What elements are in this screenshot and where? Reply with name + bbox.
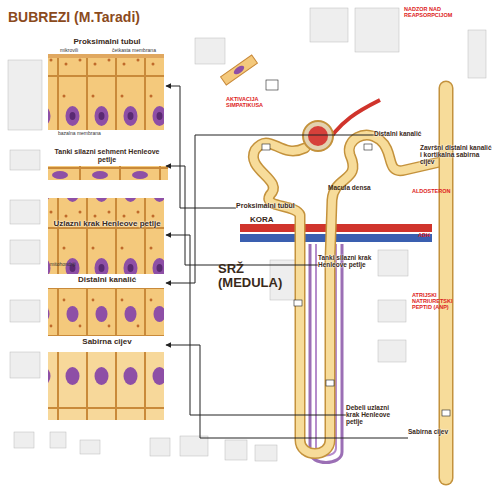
note: ADH [418, 232, 430, 238]
region-label: SRŽ (MEDULA) [218, 262, 280, 291]
segment-label: Tanki silazni krak Henleove petlje [318, 254, 378, 276]
part-label: četkasta membrana [112, 48, 156, 54]
segment-label: Sabirna cijev [408, 428, 454, 448]
cell-panel: Uzlazni krak Henleove petlje [48, 220, 166, 250]
cell-layer [48, 288, 164, 336]
podocyte-cell [221, 55, 258, 85]
node-text: Sabirna cijev [48, 338, 166, 347]
node-text: Distalni kanalić [374, 130, 434, 137]
node-text: Distalni kanalić [48, 276, 166, 285]
node-text: Debeli uzlazni krak Henleove petlje [346, 404, 402, 425]
nephron-tubule [253, 88, 446, 478]
cell-panel: Distalni kanalić [48, 276, 166, 290]
part-label: mikrovili [60, 48, 78, 54]
note: NADZOR NAD REAPSORPCIJOM [404, 6, 466, 18]
diagram-title: BUBREZI (M.Taradi) [8, 10, 140, 25]
node-text: Tanki silazni sehment Henleove petlje [48, 148, 166, 163]
part-label: mitohondriji [50, 262, 76, 268]
note: ALDOSTERON [412, 188, 451, 194]
segment-label: Završni distalni kanalić i kortikalna sa… [420, 144, 492, 178]
leader-arrow [166, 345, 408, 438]
node-text: Proksimalni tubul [236, 202, 306, 210]
glomerulus [308, 126, 328, 146]
cell-layer [48, 54, 164, 130]
cell-layer [48, 166, 168, 180]
note: ATRIJSKI NATRIURETSKI PEPTID (ANP) [412, 292, 468, 310]
thumbnail [8, 8, 486, 461]
region-label: KORA [250, 216, 274, 225]
part-label: Macula densa [328, 184, 371, 191]
leader-arrow [166, 166, 318, 265]
cell-layer [48, 352, 164, 420]
node-text: Proksimalni tubul [48, 38, 166, 47]
nucleus [232, 64, 245, 76]
brush-border [48, 54, 164, 58]
leader-arrow [166, 86, 236, 208]
cell-panel: Sabirna cijev [48, 338, 166, 352]
note: AKTIVACIJA SIMPATIKUSA [226, 96, 290, 108]
node-text: Sabirna cijev [408, 428, 454, 435]
node-text: Tanki silazni krak Henleove petlje [318, 254, 378, 268]
segment-label: Proksimalni tubul [236, 202, 306, 214]
part-label: bazalna membrana [58, 131, 101, 137]
node-text: Završni distalni kanalić i kortikalna sa… [420, 144, 492, 165]
node-text: Uzlazni krak Henleove petlje [48, 220, 166, 229]
cell-panel: Tanki silazni sehment Henleove petlje [48, 148, 166, 184]
cell-layer [48, 198, 164, 274]
segment-label: Distalni kanalić [374, 130, 434, 140]
bowman-capsule [303, 121, 333, 151]
segment-label: Debeli uzlazni krak Henleove petlje [346, 404, 402, 426]
sample-marker [262, 80, 450, 416]
